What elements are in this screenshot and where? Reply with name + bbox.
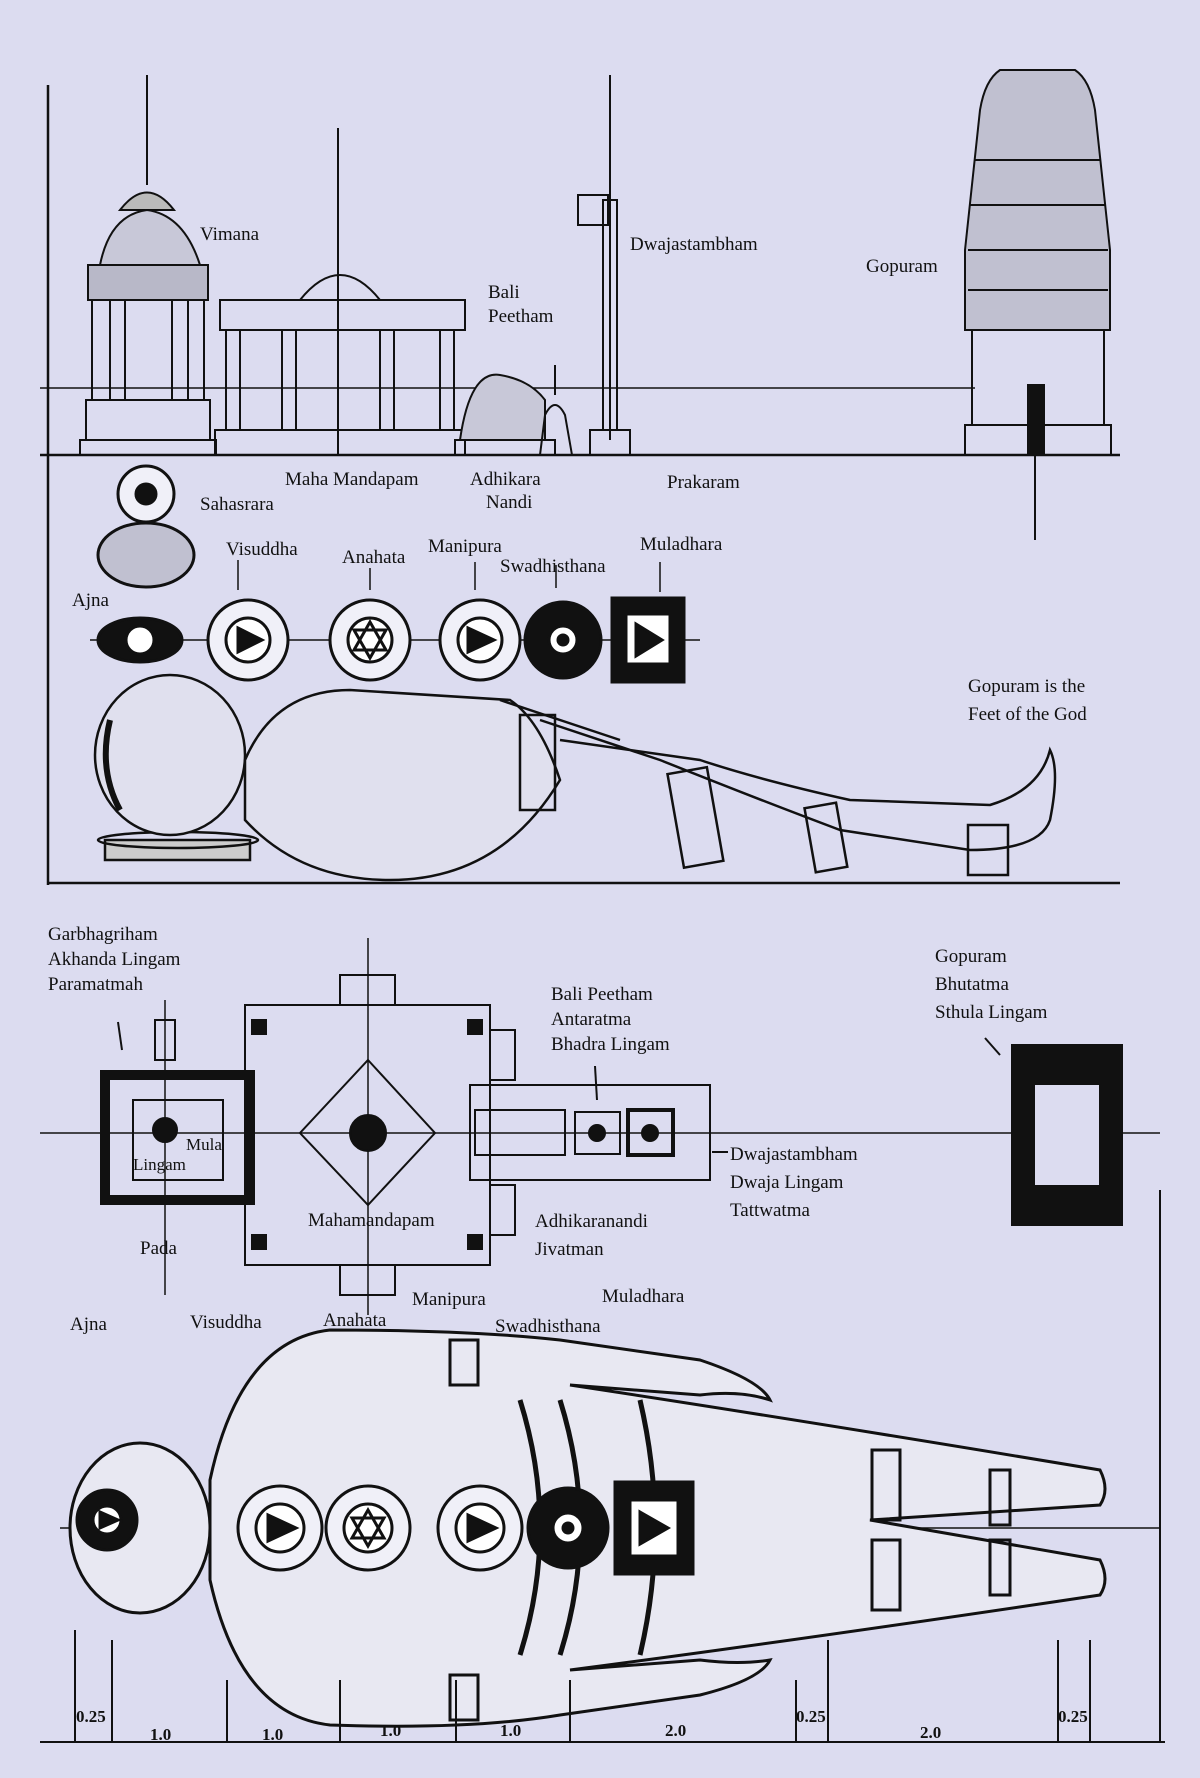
chakras-side [96,464,686,684]
scale-tick-label: 0.25 [1058,1707,1088,1726]
label-swadhisthana-side: Swadhisthana [500,556,606,577]
label-bali-line2: Peetham [488,306,554,327]
label-bhutatma: Bhutatma [935,974,1009,995]
temple-plan [40,938,1160,1315]
nandi-bali-plan [469,1084,711,1181]
scale-tick-label: 0.25 [76,1707,106,1726]
label-anahata-plan: Anahata [323,1310,387,1331]
label-gopuram-feet-2: Feet of the God [968,704,1087,725]
bali-peetham-elevation [538,365,574,456]
scale-tick-label: 1.0 [262,1725,283,1744]
gopuram-elevation [964,69,1112,540]
sahasrara-chakra [96,464,196,589]
visuddha-chakra-plan [236,1484,324,1572]
label-sahasrara: Sahasrara [200,494,274,515]
label-adhikaranandi: Adhikaranandi [535,1211,648,1232]
label-pada: Pada [140,1238,178,1259]
scale-labels: 0.25 1.0 1.0 1.0 1.0 2.0 0.25 2.0 0.25 [76,1707,1088,1744]
scale-tick-label: 2.0 [665,1721,686,1740]
label-dwajastambham: Dwajastambham [630,234,758,255]
body-side-view [48,639,1120,885]
label-manipura-plan: Manipura [412,1289,486,1310]
label-vimana: Vimana [200,224,260,245]
maha-mandapam-plan [244,974,516,1296]
label-visuddha-side: Visuddha [226,539,298,560]
scale-tick-label: 1.0 [380,1721,401,1740]
label-maha-mandapam: Maha Mandapam [285,469,419,490]
label-akhanda-lingam: Akhanda Lingam [48,949,181,970]
anahata-chakra [328,598,412,682]
label-bali-line1: Bali [488,282,520,303]
label-adhikara: Adhikara [470,469,541,490]
side-chakra-arrows [237,560,661,592]
ajna-chakra-plan [75,1488,139,1552]
label-muladhara-plan: Muladhara [602,1286,685,1307]
label-mula: Mula [186,1135,222,1154]
label-swadhisthana-plan: Swadhisthana [495,1316,601,1337]
dwajastambham-elevation [577,75,631,456]
label-anahata-side: Anahata [342,547,406,568]
label-bali-peetham-plan: Bali Peetham [551,984,653,1005]
label-antaratma: Antaratma [551,1009,632,1030]
garbhagriham-plan [100,1019,255,1205]
label-dwajastambham-plan: Dwajastambham [730,1144,858,1165]
label-tattwatma: Tattwatma [730,1200,810,1221]
muladhara-chakra-plan [613,1480,695,1576]
label-ajna-side: Ajna [72,590,110,611]
label-ajna-plan: Ajna [70,1314,108,1335]
label-lingam: Lingam [133,1155,186,1174]
labels: Vimana Dwajastambham Gopuram Bali Peetha… [48,224,1087,1337]
scale-tick-label: 0.25 [796,1707,826,1726]
label-garbhagriham: Garbhagriham [48,924,158,945]
label-jivatman: Jivatman [535,1239,604,1260]
scale-tick-label: 1.0 [500,1721,521,1740]
anahata-chakra-plan [324,1484,412,1572]
label-nandi: Nandi [486,492,532,513]
manipura-chakra [438,598,522,682]
ajna-chakra [96,616,184,664]
label-gopuram: Gopuram [866,256,938,277]
scale-bar [40,1190,1165,1743]
maha-mandapam-elevation [214,128,466,456]
label-visuddha-plan: Visuddha [190,1312,262,1333]
label-mahamandapam-plan: Mahamandapam [308,1210,435,1231]
label-dwaja-lingam: Dwaja Lingam [730,1172,844,1193]
label-bhadra-lingam: Bhadra Lingam [551,1034,670,1055]
label-paramatmah: Paramatmah [48,974,143,995]
scale-tick-label: 2.0 [920,1723,941,1742]
label-muladhara-side: Muladhara [640,534,723,555]
temple-elevation [40,69,1120,885]
nandi-elevation [454,373,556,456]
gopuram-plan [1011,1044,1123,1226]
label-gopuram-feet-1: Gopuram is the [968,676,1085,697]
chakras-plan [75,1480,695,1576]
visuddha-chakra [206,598,290,682]
label-sthula-lingam: Sthula Lingam [935,1002,1048,1023]
vimana-tower [79,75,217,456]
label-gopuram-plan: Gopuram [935,946,1007,967]
scale-tick-label: 1.0 [150,1725,171,1744]
swadhisthana-chakra-plan [526,1486,610,1570]
manipura-chakra-plan [436,1484,524,1572]
muladhara-chakra [610,596,686,684]
label-manipura-side: Manipura [428,536,502,557]
swadhisthana-chakra [523,600,603,680]
label-prakaram: Prakaram [667,472,740,493]
